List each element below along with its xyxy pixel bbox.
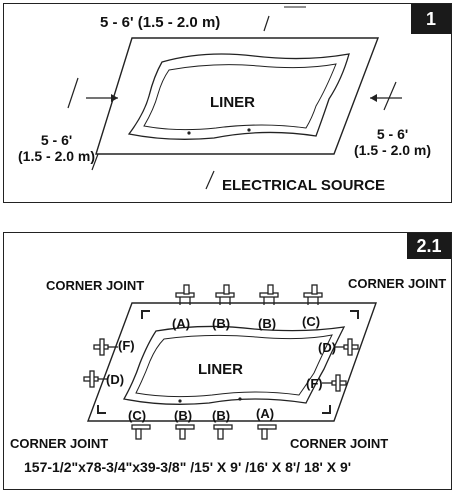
liner-outline (122, 325, 346, 405)
step-2-1-drawing (83, 284, 377, 440)
corner-joint-label-tl: CORNER JOINT (46, 278, 145, 293)
right-clearance-label: 5 - 6' (1.5 - 2.0 m) (354, 126, 431, 158)
liner-inner-wall (135, 334, 333, 398)
top-frame-joints (175, 284, 323, 305)
right-joint-label: (D) (318, 340, 337, 355)
corner-bracket (97, 405, 106, 414)
joint-d-right (334, 338, 359, 356)
step-1-badge: 1 (411, 4, 451, 34)
corner-bracket (322, 405, 331, 414)
liner-drain-dot (187, 131, 191, 135)
ground-mat (95, 37, 380, 155)
left-clearance-meters: (1.5 - 2.0 m) (18, 148, 96, 165)
right-frame-joints (322, 338, 359, 392)
joint-c-bottom (131, 424, 151, 440)
top-joint-label: (B) (258, 316, 277, 331)
liner-drain-dot (247, 128, 251, 132)
joint-b-top (215, 284, 235, 305)
joint-a-top (175, 284, 195, 305)
liner-drain-dot (178, 399, 182, 403)
corner-bracket (141, 310, 150, 319)
top-joint-label: (B) (212, 316, 231, 331)
liner-drain-dot (238, 397, 242, 401)
top-clearance-label: 5 - 6' (1.5 - 2.0 m) (100, 14, 221, 31)
step-1-drawing (67, 6, 402, 190)
joint-a-bottom (257, 424, 277, 440)
corner-joint-label-br: CORNER JOINT (290, 436, 389, 451)
bottom-joint-label: (B) (174, 408, 193, 423)
joint-f-left (93, 338, 118, 356)
bottom-joint-label: (A) (256, 406, 275, 421)
bottom-joint-label: (B) (212, 408, 231, 423)
joint-b-bottom (175, 424, 195, 440)
right-clearance-meters: (1.5 - 2.0 m) (354, 142, 432, 159)
liner-inner-wall (143, 63, 337, 131)
left-frame-joints (83, 338, 118, 388)
left-clearance-label: 5 - 6' (1.5 - 2.0 m) (18, 132, 95, 164)
left-clearance-feet: 5 - 6' (40, 132, 73, 148)
pool-sizes-label: 157-1/2"x78-3/4"x39-3/8" /15' X 9' /16' … (24, 459, 352, 475)
ground-mat (86, 302, 377, 422)
top-joint-label: (A) (172, 316, 191, 331)
joint-b2-top (259, 284, 279, 305)
left-joint-label: (F) (118, 338, 135, 353)
top-joint-label: (C) (302, 314, 321, 329)
liner-outline (127, 53, 350, 140)
corner-joint-label-tr: CORNER JOINT (348, 276, 447, 291)
right-clearance-feet: 5 - 6' (376, 126, 409, 142)
joint-d-left (83, 370, 108, 388)
joint-b2-bottom (213, 424, 233, 440)
electrical-source-label: ELECTRICAL SOURCE (222, 177, 386, 194)
right-joint-label: (F) (306, 376, 323, 391)
liner-label: LINER (210, 94, 255, 111)
step-1-panel: 1 5 - 6' (1.5 - 2.0 m) 5 - 6' (1.5 - 2.0… (3, 3, 452, 203)
step-2-1-panel: 2.1 (3, 232, 452, 490)
left-joint-label: (D) (106, 372, 125, 387)
bottom-joint-label: (C) (128, 408, 147, 423)
step-2-1-badge: 2.1 (407, 233, 451, 259)
bottom-frame-joints (131, 424, 277, 440)
joint-c-top (303, 284, 323, 305)
corner-bracket (350, 310, 359, 319)
liner-label: LINER (198, 361, 243, 378)
joint-f-right (322, 374, 347, 392)
corner-joint-label-bl: CORNER JOINT (10, 436, 109, 451)
